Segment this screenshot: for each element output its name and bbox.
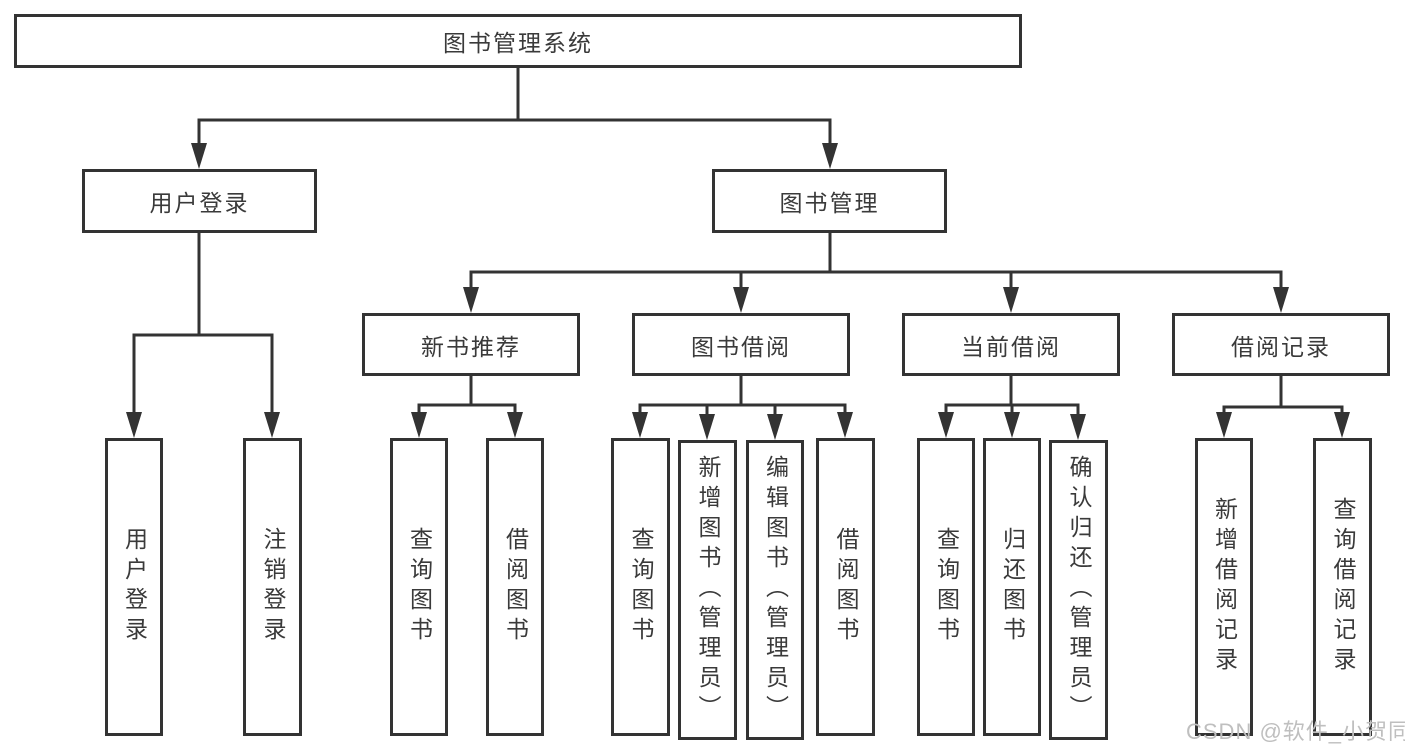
- arrowhead: [733, 287, 749, 313]
- arrowhead: [699, 414, 715, 440]
- arrowhead: [507, 412, 523, 438]
- leaf-borrow-books-borrow: 借阅图书: [816, 438, 875, 736]
- arrowhead: [837, 412, 853, 438]
- node-user-login: 用户登录: [82, 169, 317, 233]
- leaf-return-books: 归还图书: [983, 438, 1041, 736]
- leaf-query-books-borrow: 查询图书: [611, 438, 670, 736]
- arrowhead: [1070, 414, 1086, 440]
- leaf-confirm-return-admin: 确认归还（管理员）: [1049, 440, 1108, 740]
- arrowhead: [632, 412, 648, 438]
- arrowhead: [1334, 412, 1350, 438]
- leaf-add-borrow-record: 新增借阅记录: [1195, 438, 1253, 736]
- node-book-management: 图书管理: [712, 169, 947, 233]
- leaf-add-book-admin: 新增图书（管理员）: [678, 440, 737, 740]
- arrowhead: [1003, 287, 1019, 313]
- arrowhead: [411, 412, 427, 438]
- node-library-management-system: 图书管理系统: [14, 14, 1022, 68]
- leaf-edit-book-admin: 编辑图书（管理员）: [746, 440, 804, 740]
- arrowhead: [822, 143, 838, 169]
- leaf-user-login: 用户登录: [105, 438, 163, 736]
- node-current-borrowing: 当前借阅: [902, 313, 1120, 376]
- arrowhead: [126, 412, 142, 438]
- leaf-logout-login: 注销登录: [243, 438, 302, 736]
- leaf-borrow-books-recommend: 借阅图书: [486, 438, 544, 736]
- arrowhead: [938, 412, 954, 438]
- node-new-book-recommend: 新书推荐: [362, 313, 580, 376]
- node-book-borrowing: 图书借阅: [632, 313, 850, 376]
- arrowhead: [264, 412, 280, 438]
- arrowhead: [1004, 412, 1020, 438]
- leaf-query-books-current: 查询图书: [917, 438, 975, 736]
- arrowhead: [767, 414, 783, 440]
- leaf-query-borrow-record: 查询借阅记录: [1313, 438, 1372, 736]
- node-borrowing-records: 借阅记录: [1172, 313, 1390, 376]
- csdn-watermark: CSDN @软件_小贺同学: [1186, 719, 1405, 744]
- arrowhead: [1273, 287, 1289, 313]
- arrowhead: [1216, 412, 1232, 438]
- arrowhead: [191, 143, 207, 169]
- arrowhead: [463, 287, 479, 313]
- leaf-query-books-recommend: 查询图书: [390, 438, 448, 736]
